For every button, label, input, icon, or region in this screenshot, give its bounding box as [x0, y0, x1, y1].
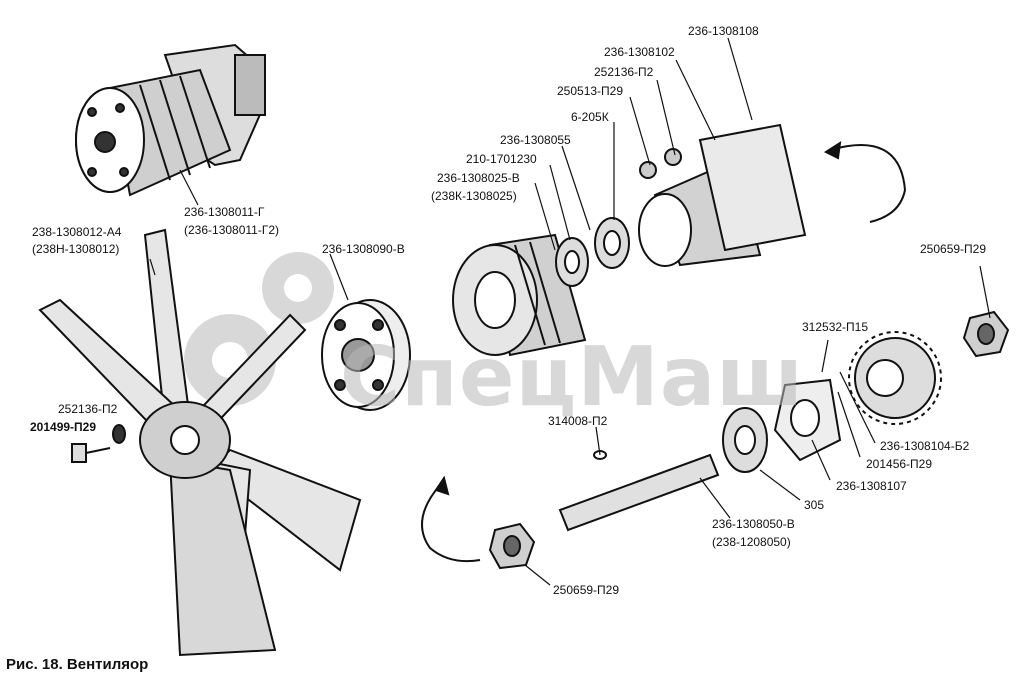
label-250659-p29-bottom: 250659-П29 — [553, 583, 620, 597]
figure-caption: Рис. 18. Вентиляор — [6, 656, 149, 673]
drive-gear — [848, 331, 942, 425]
label-236-1308011-g: 236-1308011-Г — [184, 205, 265, 219]
label-6-205k: 6-205К — [571, 110, 609, 124]
label-201456-p29: 201456-П29 — [866, 457, 933, 471]
label-238k-1308025: (238К-1308025) — [431, 189, 517, 203]
label-236-1308050-v: 236-1308050-В — [712, 517, 795, 531]
label-236-1308011-g2: (236-1308011-Г2) — [184, 223, 280, 237]
label-236-1308108: 236-1308108 — [688, 24, 759, 38]
retaining-plate — [773, 378, 842, 462]
nut-right — [962, 310, 1010, 358]
label-250513-p29: 250513-П29 — [557, 84, 624, 98]
label-314008-p2: 314008-П2 — [548, 414, 608, 428]
fan-drive-assembly — [75, 43, 266, 197]
label-236-1308102: 236-1308102 — [604, 45, 675, 59]
label-312532-p15: 312532-П15 — [802, 320, 869, 334]
label-252136-p2-top: 252136-П2 — [594, 65, 654, 79]
label-236-1308055: 236-1308055 — [500, 133, 571, 147]
fan-hub — [321, 299, 411, 411]
shaft-bearing — [722, 407, 768, 473]
bearing-set — [555, 217, 630, 287]
fan-impeller — [38, 228, 362, 657]
rotation-arrows — [421, 140, 907, 563]
label-238-1208050: (238-1208050) — [712, 535, 791, 549]
label-236-1308025-v: 236-1308025-В — [437, 171, 520, 185]
watermark-text: СпецМаш — [340, 330, 805, 425]
label-236-1308107: 236-1308107 — [836, 479, 907, 493]
leader-lines — [149, 37, 991, 586]
fan-bolt — [71, 424, 126, 463]
watermark-gear-logo — [184, 252, 334, 406]
label-236-1308090-v: 236-1308090-В — [322, 242, 405, 256]
bearing-housing — [638, 123, 807, 267]
label-238-1308012-a4: 238-1308012-А4 — [32, 225, 122, 239]
label-305: 305 — [804, 498, 825, 512]
label-210-1701230: 210-1701230 — [466, 152, 537, 166]
label-201499-p29: 201499-П29 — [30, 420, 97, 434]
label-236-1308104-b2: 236-1308104-Б2 — [880, 439, 970, 453]
label-252136-p2-left: 252136-П2 — [58, 402, 118, 416]
label-250659-p29-right: 250659-П29 — [920, 242, 987, 256]
shaft — [558, 450, 720, 532]
label-238n-1308012: (238Н-1308012) — [32, 242, 120, 256]
nut-lower — [488, 522, 536, 570]
